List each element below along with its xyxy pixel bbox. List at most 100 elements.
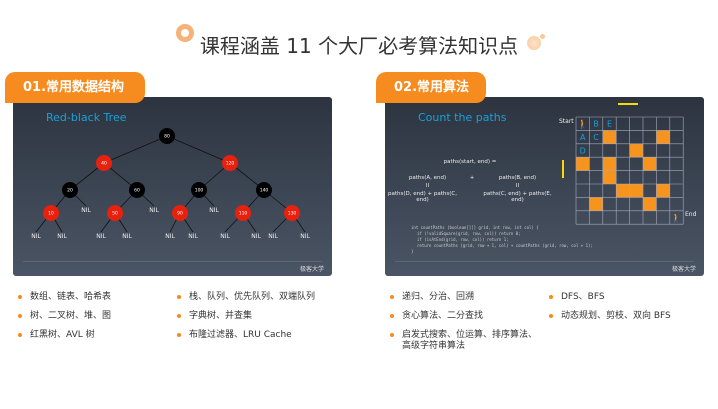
code-line: } (411, 249, 414, 254)
logo: 极客大学 (299, 266, 324, 273)
decor-dot-small (540, 34, 545, 39)
tree-node (62, 182, 78, 198)
tree-node-value: 60 (134, 188, 140, 194)
nil-label: NIL (165, 233, 175, 240)
nil-label: NIL (96, 233, 106, 240)
tree-edge (103, 135, 168, 164)
down-arrow-icon (562, 160, 564, 178)
blocked-cell (589, 197, 603, 211)
nil-label: NIL (209, 207, 219, 214)
list-item: 树、二叉树、堆、图 (18, 311, 111, 322)
blocked-cell (656, 130, 670, 144)
card-count-paths: Count the paths paths(start, end) = path… (385, 97, 704, 276)
tree-node (222, 155, 238, 171)
right-arrow-icon (618, 103, 638, 105)
end-label: End (685, 211, 697, 218)
decor-ring (176, 24, 194, 42)
page-title: 课程涵盖 11 个大厂必考算法知识点 (199, 34, 519, 58)
formula-dc: paths(D, end) + paths(C, end) (388, 191, 457, 203)
tree-node (235, 205, 251, 221)
blocked-cell (602, 157, 617, 171)
blocked-cell (643, 197, 657, 211)
walker-start-icon: 🚶 (577, 118, 588, 130)
code-line: int countPaths (boolean[][] grid, int ro… (411, 225, 539, 230)
logo: 极客大学 (671, 266, 696, 273)
nil-label: NIL (57, 233, 67, 240)
blocked-cell (602, 130, 617, 144)
walker-end-icon: 🚶 (671, 212, 682, 224)
cell-letter-d: D (580, 147, 586, 156)
card-red-black-tree: Red-black Tree NIL NIL NIL NIL NIL NIL NIL NIL N… (13, 97, 332, 276)
tree-node-value: 110 (239, 211, 248, 217)
tree-node-value: 120 (226, 161, 235, 167)
list-item: 启发式搜索、位运算、排序算法、高级字符串算法 (390, 330, 540, 352)
formula-a: paths(A, end) (408, 175, 447, 181)
list-ds-left: 数组、链表、哈希表 树、二叉树、堆、图 红黑树、AVL 树 (18, 292, 111, 349)
start-label: Start (559, 118, 574, 125)
cell-letter-e: E (607, 120, 612, 129)
tree-node (284, 205, 300, 221)
tree-edge (166, 135, 231, 164)
code-snippet: int countPaths (boolean[][] grid, int ro… (411, 225, 593, 255)
nil-label: NIL (300, 233, 310, 240)
card-title: Red-black Tree (46, 111, 127, 124)
tab-data-structures: 01.常用数据结构 (5, 72, 145, 103)
formula-eq-b: II (515, 183, 520, 189)
tree-node-value: 140 (260, 188, 269, 194)
tab-algorithms: 02.常用算法 (376, 72, 486, 103)
tree-node-value: 130 (288, 211, 297, 217)
formula-plus: + (469, 175, 475, 181)
code-line: return countPaths (grid, row + 1, col) +… (417, 243, 593, 248)
cell-letter-b: B (593, 120, 599, 129)
list-item: 字典树、并查集 (177, 311, 315, 322)
formula-ce: paths(C, end) + paths(E, end) (483, 191, 552, 203)
blocked-cell (629, 184, 643, 198)
tree-node-value: 80 (164, 134, 170, 140)
nil-label: NIL (268, 233, 278, 240)
tree-node-value: 40 (101, 161, 107, 167)
tree-node-value: 20 (67, 188, 73, 194)
list-item: 栈、队列、优先队列、双端队列 (177, 292, 315, 303)
tree-node-value: 50 (112, 211, 118, 217)
list-item: 红黑树、AVL 树 (18, 330, 111, 341)
list-algo-left: 递归、分治、回溯 贪心算法、二分查找 启发式搜索、位运算、排序算法、高级字符串算… (390, 292, 540, 360)
divider (23, 261, 322, 262)
nil-label: NIL (220, 233, 230, 240)
tree-node (159, 128, 175, 144)
nil-label: NIL (122, 233, 132, 240)
cell-letter-c: C (593, 133, 599, 142)
divider (395, 261, 694, 262)
blocked-cell (616, 184, 630, 198)
list-item: 递归、分治、回溯 (390, 292, 540, 303)
tree-node-value: 90 (177, 211, 183, 217)
formula-eq-a: II (425, 183, 430, 189)
list-item: 贪心算法、二分查找 (390, 311, 540, 322)
nil-label: NIL (251, 233, 261, 240)
list-item: 动态规划、剪枝、双向 BFS (549, 311, 671, 322)
list-item: 布隆过滤器、LRU Cache (177, 330, 315, 341)
tree-node (256, 182, 272, 198)
tree-node (107, 205, 123, 221)
code-line: if (!validSquare(grid, row, col)) return… (417, 231, 521, 236)
blocked-cell (602, 170, 617, 184)
tree-node (129, 182, 145, 198)
tree-node (191, 182, 207, 198)
tree-node (43, 205, 59, 221)
blocked-cell (643, 157, 657, 171)
decor-dot (527, 36, 541, 50)
formula-b: paths(B, end) (498, 175, 537, 181)
tree-node (172, 205, 188, 221)
blocked-cell (656, 184, 670, 198)
formula-line: paths(start, end) = (443, 159, 497, 165)
tree-node (96, 155, 112, 171)
blocked-cell (576, 157, 590, 171)
nil-label: NIL (31, 233, 41, 240)
tree-node-value: 100 (195, 188, 204, 194)
nil-label: NIL (188, 233, 198, 240)
list-item: 数组、链表、哈希表 (18, 292, 111, 303)
tree-node-value: 10 (48, 211, 54, 217)
blocked-cell (629, 143, 643, 158)
nil-label: NIL (149, 207, 159, 214)
